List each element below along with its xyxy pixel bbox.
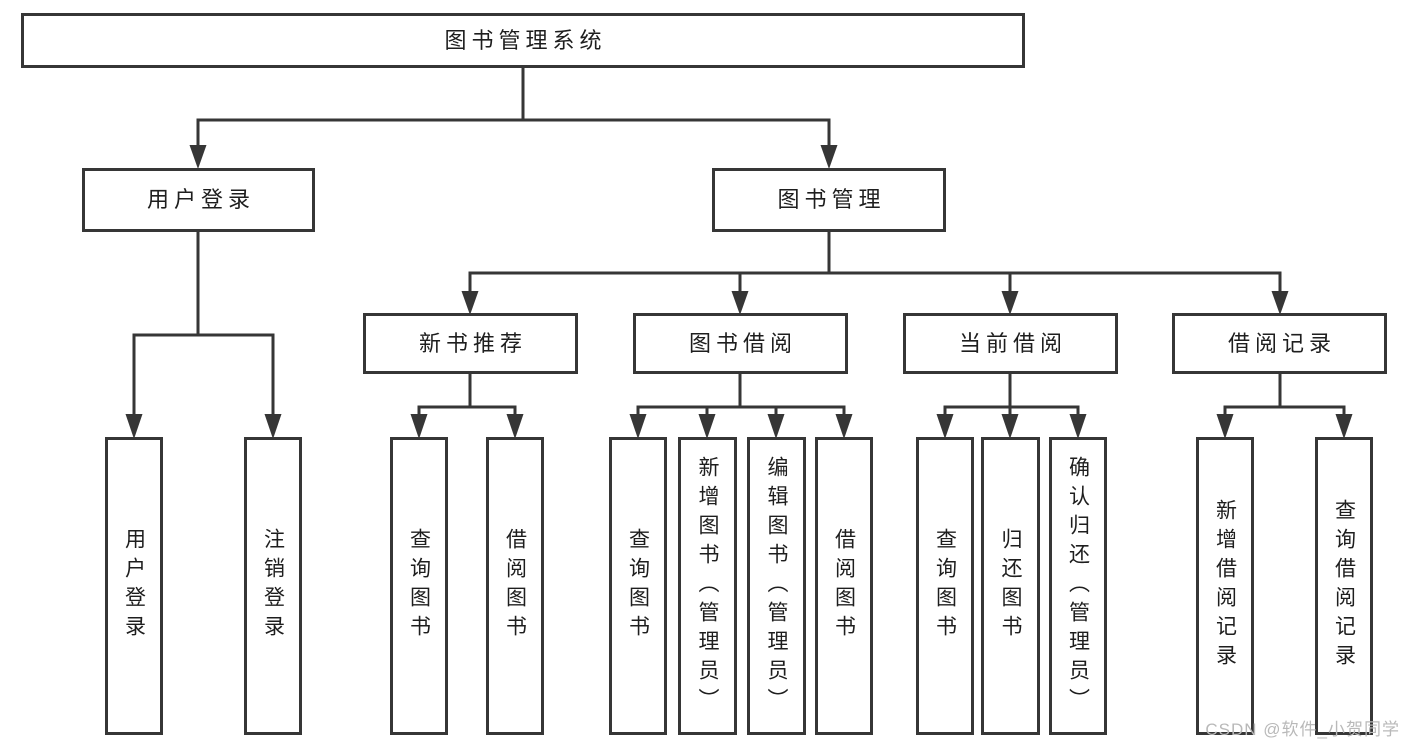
leaf-query-borrow-record: 查询借阅记录 <box>1315 437 1373 735</box>
leaf-add-book-admin: 新增图书（管理员） <box>678 437 737 735</box>
node-library-system: 图书管理系统 <box>21 13 1025 68</box>
node-book-borrowing: 图书借阅 <box>633 313 848 374</box>
leaf-user-login: 用户登录 <box>105 437 163 735</box>
leaf-borrow-books-recommend: 借阅图书 <box>486 437 544 735</box>
arrowhead <box>264 414 282 439</box>
leaf-borrow-books: 借阅图书 <box>815 437 873 735</box>
arrowhead <box>461 291 479 315</box>
leaf-query-books-recommend: 查询图书 <box>390 437 448 735</box>
arrowhead <box>1216 414 1234 439</box>
arrowhead <box>189 145 207 169</box>
node-borrowing-records: 借阅记录 <box>1172 313 1387 374</box>
arrowhead <box>125 414 143 439</box>
arrowhead <box>1271 291 1289 315</box>
arrowhead <box>410 414 428 439</box>
arrowhead <box>629 414 647 439</box>
arrowhead <box>1069 414 1087 439</box>
leaf-confirm-return-admin: 确认归还（管理员） <box>1049 437 1107 735</box>
csdn-watermark: CSDN @软件_小贺同学 <box>1205 720 1400 739</box>
node-user-login: 用户登录 <box>82 168 315 232</box>
leaf-add-borrow-record: 新增借阅记录 <box>1196 437 1254 735</box>
node-new-book-recommendation: 新书推荐 <box>363 313 578 374</box>
arrowhead <box>1335 414 1353 439</box>
leaf-query-books-current: 查询图书 <box>916 437 974 735</box>
leaf-edit-book-admin: 编辑图书（管理员） <box>747 437 806 735</box>
leaf-logout: 注销登录 <box>244 437 302 735</box>
arrowhead <box>1001 291 1019 315</box>
arrowhead <box>731 291 749 315</box>
arrowhead <box>835 414 853 439</box>
arrowhead <box>506 414 524 439</box>
arrowhead <box>1001 414 1019 439</box>
arrowhead <box>936 414 954 439</box>
arrowhead <box>820 145 838 169</box>
arrowhead <box>767 414 785 439</box>
leaf-query-books-borrow: 查询图书 <box>609 437 667 735</box>
arrowhead <box>698 414 716 439</box>
leaf-return-books: 归还图书 <box>981 437 1040 735</box>
node-book-management: 图书管理 <box>712 168 946 232</box>
node-current-borrowing: 当前借阅 <box>903 313 1118 374</box>
